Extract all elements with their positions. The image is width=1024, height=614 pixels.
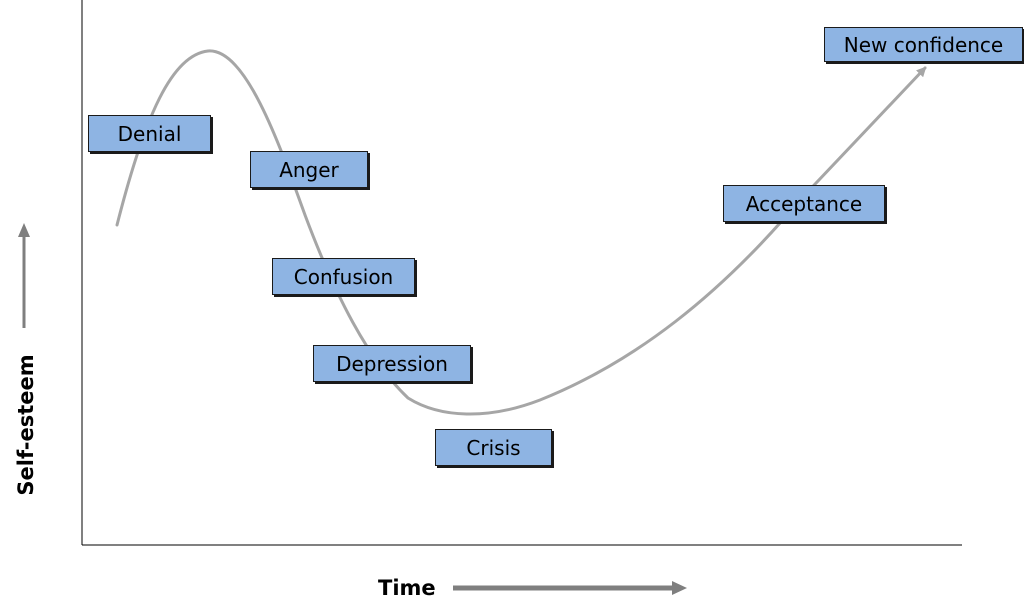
stage-crisis: Crisis — [435, 429, 552, 466]
stage-confusion-label: Confusion — [293, 264, 394, 289]
x-axis-title: Time — [378, 576, 436, 600]
stage-anger: Anger — [250, 151, 368, 188]
stage-depression-label: Depression — [336, 351, 448, 376]
stage-acceptance: Acceptance — [723, 185, 885, 222]
change-curve — [115, 49, 927, 416]
y-axis-title: Self-esteem — [14, 354, 38, 496]
stage-acceptance-label: Acceptance — [745, 191, 863, 216]
y-axis-arrow-icon — [18, 223, 30, 328]
stage-denial: Denial — [88, 115, 211, 152]
stage-denial-label: Denial — [117, 121, 182, 146]
stage-new-confidence-label: New confidence — [843, 32, 1004, 57]
stage-new-confidence: New confidence — [824, 27, 1023, 62]
stage-crisis-label: Crisis — [466, 435, 521, 460]
x-axis-arrow-icon — [453, 581, 687, 595]
stage-depression: Depression — [313, 345, 471, 382]
stage-confusion: Confusion — [272, 258, 415, 295]
stage-anger-label: Anger — [279, 157, 339, 182]
